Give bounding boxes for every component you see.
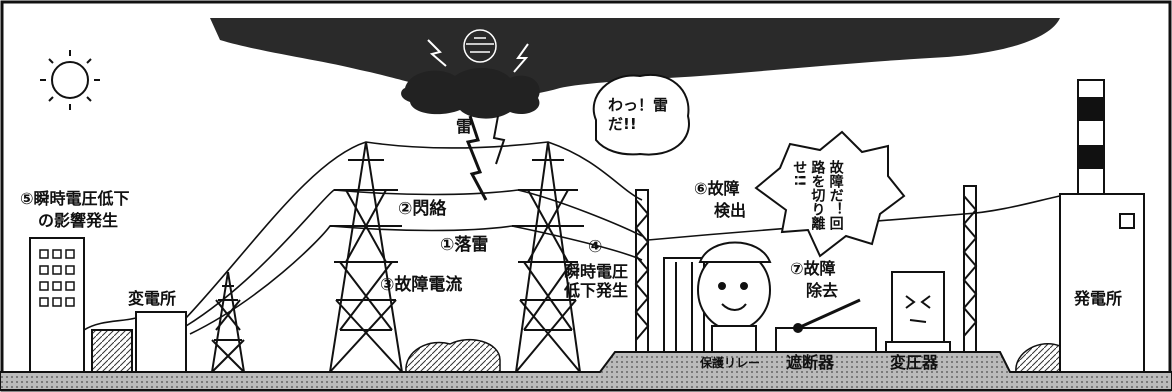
label-jokyo-2: 除去 [806, 281, 839, 300]
label-ochikaminari: ①落雷 [440, 235, 489, 255]
ground [0, 351, 1172, 391]
label-hogo-relay: 保護リレー [700, 356, 761, 370]
sun-icon [40, 50, 100, 110]
label-kensyutsu-2: 検出 [714, 201, 747, 220]
speech-bubble-wa [592, 73, 690, 156]
label-henden: 変電所 [128, 289, 177, 308]
speech-text-kosho: 故障だ！回路を切り離せ!! [791, 160, 844, 230]
label-jokyo-1: ⑦故障 [790, 259, 836, 278]
circuit-breaker [775, 298, 877, 353]
label-eikyo-1: ⑤瞬時電圧低下 [20, 189, 130, 208]
protective-relay-worker [663, 241, 772, 353]
lightning-kanji: 雷 [456, 117, 473, 136]
label-eikyo-2: の影響発生 [38, 211, 119, 230]
transformer [885, 271, 951, 353]
label-senraku: ②閃絡 [398, 199, 447, 219]
label-shunji-num: ④ [588, 237, 603, 257]
building-affected [29, 237, 85, 373]
transmission-tower-1 [329, 141, 403, 373]
label-shunji-text: 瞬時電圧低下発生 [564, 262, 629, 301]
speech-text-wa: わっ！雷だ!! [608, 96, 669, 133]
substation-building [91, 311, 187, 373]
power-lines [83, 141, 1061, 335]
substation-pole [634, 189, 650, 353]
label-henatsuki: 変圧器 [890, 353, 939, 372]
bolt-icon [513, 43, 529, 73]
label-koshodenryu: ③故障電流 [380, 275, 463, 295]
small-pylon [211, 271, 245, 373]
bolt-icon [427, 39, 447, 67]
label-hoden: 発電所 [1074, 289, 1123, 308]
label-shadanki: 遮断器 [786, 353, 835, 372]
bush [405, 338, 501, 373]
label-kensyutsu-1: ⑥故障 [694, 179, 740, 198]
power-plant [1059, 79, 1145, 373]
thunder-god-icon [463, 29, 497, 63]
small-dark-cloud [401, 67, 540, 119]
lightning-bolt [465, 115, 488, 201]
lightning-bolt [492, 115, 506, 165]
transmission-tower-2 [512, 141, 584, 373]
speech-bubble-kosho [754, 130, 906, 258]
plant-pole [962, 185, 978, 353]
